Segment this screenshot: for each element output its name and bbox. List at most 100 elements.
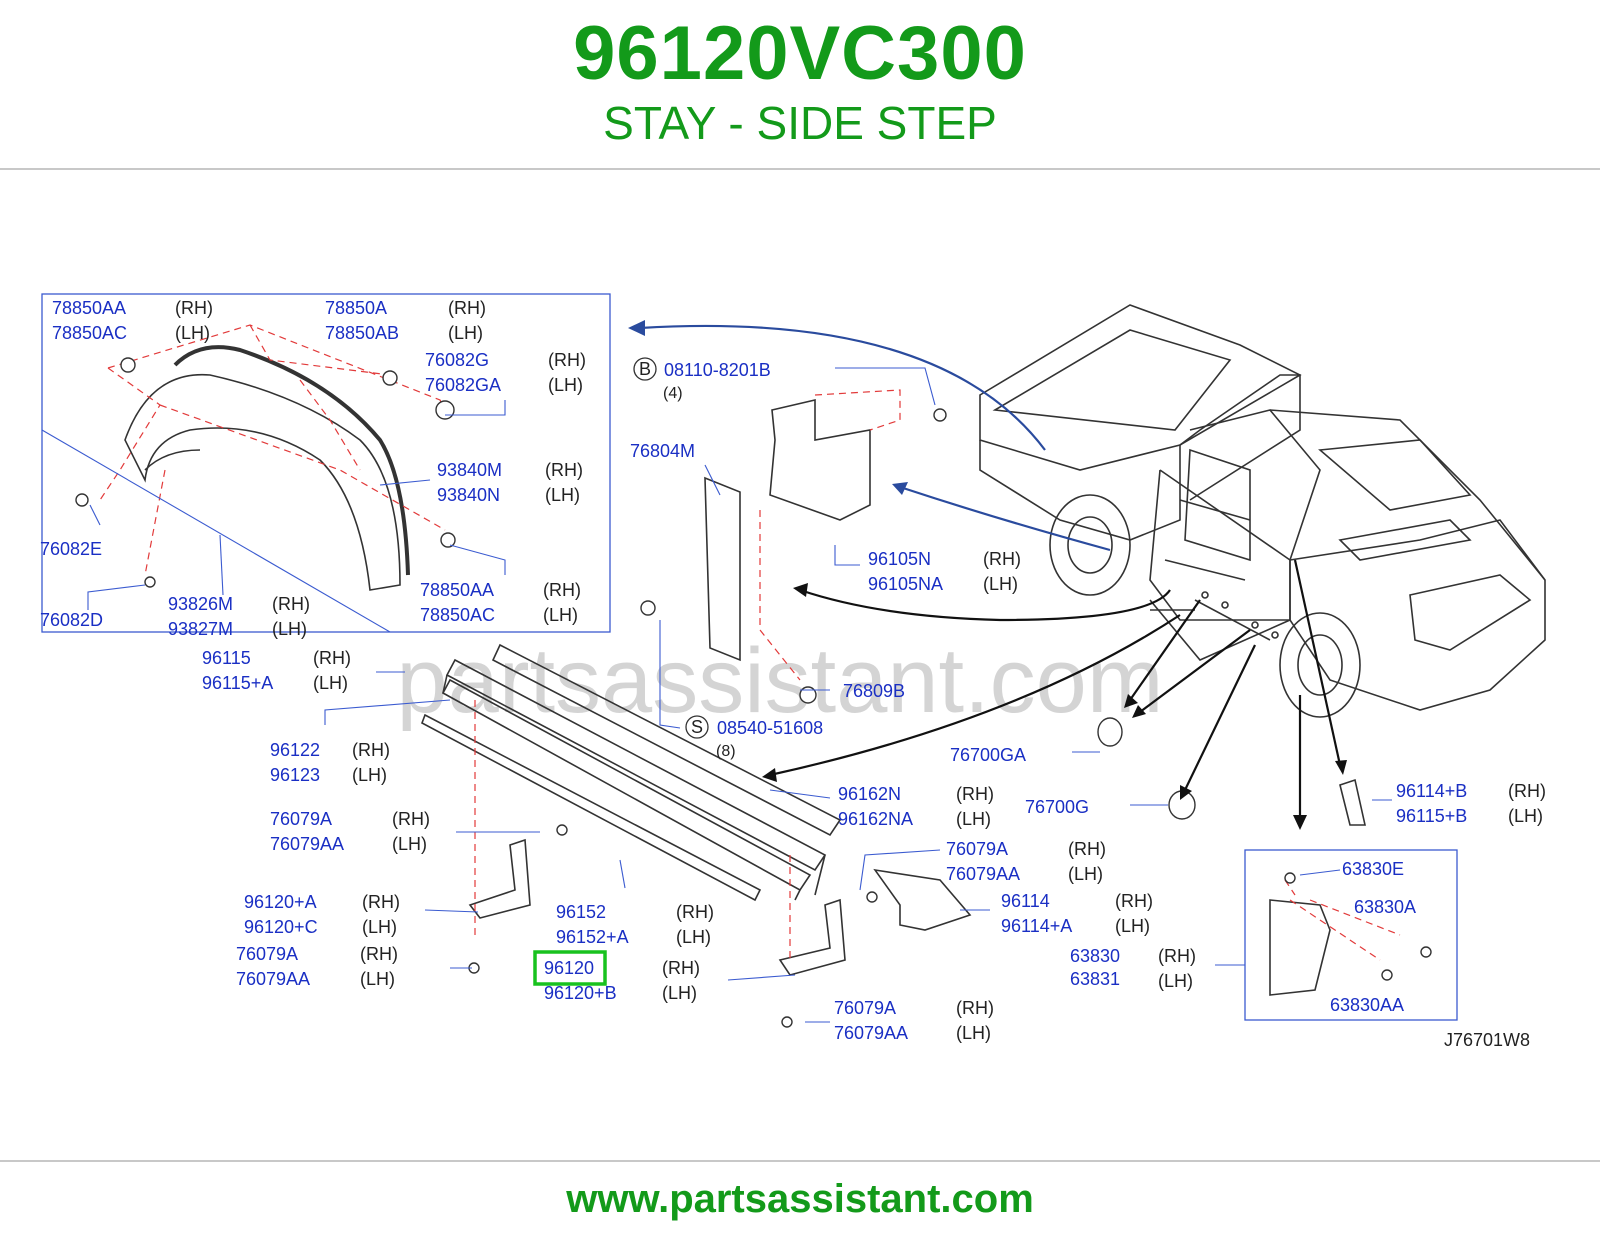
callout-label[interactable]: 63830A (1354, 897, 1416, 917)
footer-website-link[interactable]: www.partsassistant.com (566, 1177, 1034, 1221)
callout-label[interactable]: 78850AB (325, 323, 399, 343)
callout-label[interactable]: 76079AA (236, 969, 310, 989)
callout-label[interactable]: 76082D (40, 610, 103, 630)
callout-side: (RH) (313, 648, 351, 668)
callout-qty: (4) (663, 385, 683, 402)
fender-group-box (41, 293, 611, 633)
callout-side: (LH) (662, 983, 697, 1003)
callout-side: (LH) (362, 917, 397, 937)
callout-label[interactable]: 76082G (425, 350, 489, 370)
truck-illustration (979, 304, 1546, 718)
callout-side: (LH) (360, 969, 395, 989)
callout-label[interactable]: 96114+B (1396, 781, 1467, 801)
callout-side: (LH) (1158, 971, 1193, 991)
callout-label[interactable]: 96120+B (544, 983, 617, 1003)
callout-side: (LH) (272, 619, 307, 639)
callout-label[interactable]: 93840N (437, 485, 500, 505)
callout-label[interactable]: 76700G (1025, 797, 1089, 817)
symbol-b-text: B (639, 359, 651, 379)
pointer-arrows (639, 324, 1342, 820)
callout-label[interactable]: 96123 (270, 765, 320, 785)
callout-label[interactable]: 63830E (1342, 859, 1404, 879)
callout-side: (LH) (1115, 916, 1150, 936)
callout-side: (RH) (352, 740, 390, 760)
callout-label[interactable]: 08110-8201B (664, 360, 771, 380)
callout-label[interactable]: 76079AA (270, 834, 344, 854)
callout-label[interactable]: 76082E (40, 539, 102, 559)
callout-label[interactable]: 96162NA (838, 809, 913, 829)
callout-label[interactable]: 96120+C (244, 917, 318, 937)
callout-label[interactable]: 76804M (630, 441, 695, 461)
callout-label[interactable]: 96114 (1001, 891, 1050, 911)
callout-label[interactable]: 96114+A (1001, 916, 1072, 936)
page-title: 96120VC300 (573, 11, 1027, 96)
callout-label[interactable]: 78850AA (52, 298, 126, 318)
diagram-code: J76701W8 (1444, 1030, 1530, 1050)
callout-side: (RH) (676, 902, 714, 922)
page-subtitle: STAY - SIDE STEP (603, 97, 997, 149)
callout-label[interactable]: 78850AC (420, 605, 495, 625)
callout-label[interactable]: 76079A (834, 998, 896, 1018)
callout-label[interactable]: 78850AC (52, 323, 127, 343)
callout-label[interactable]: 08540-51608 (717, 718, 823, 738)
callout-label[interactable]: 93840M (437, 460, 502, 480)
fender-flare-illustration (124, 345, 410, 591)
callout-label[interactable]: 76079AA (946, 864, 1020, 884)
symbol-s-text: S (691, 717, 703, 737)
callout-side: (RH) (360, 944, 398, 964)
callout-side: (RH) (1115, 891, 1153, 911)
callout-label[interactable]: 76079A (236, 944, 298, 964)
callout-label[interactable]: 96162N (838, 784, 901, 804)
callout-label[interactable]: 96122 (270, 740, 320, 760)
callout-side: (LH) (676, 927, 711, 947)
callout-side: (RH) (956, 998, 994, 1018)
callout-label[interactable]: 96115+B (1396, 806, 1467, 826)
callout-side: (LH) (956, 1023, 991, 1043)
callout-side: (LH) (956, 809, 991, 829)
callout-side: (LH) (983, 574, 1018, 594)
callout-side: (RH) (175, 298, 213, 318)
callout-label[interactable]: 76809B (843, 681, 905, 701)
symbol-b-circle (633, 357, 657, 381)
callout-side: (RH) (362, 892, 400, 912)
callout-label[interactable]: 76079A (270, 809, 332, 829)
callout-side: (LH) (548, 375, 583, 395)
callout-label[interactable]: 96115+A (202, 673, 273, 693)
callout-side: (LH) (1068, 864, 1103, 884)
callout-label[interactable]: 76079AA (834, 1023, 908, 1043)
fasteners-illustration (75, 357, 1432, 1028)
callout-label[interactable]: 63830 (1070, 946, 1120, 966)
mudflap-group-box (1244, 849, 1458, 1021)
callout-side: (RH) (983, 549, 1021, 569)
callout-side: (LH) (448, 323, 483, 343)
callout-side: (RH) (1068, 839, 1106, 859)
callout-label[interactable]: 78850AA (420, 580, 494, 600)
callout-side: (RH) (1158, 946, 1196, 966)
callout-label[interactable]: 63830AA (1330, 995, 1404, 1015)
callout-label[interactable]: 96120+A (244, 892, 317, 912)
callout-side: (RH) (956, 784, 994, 804)
callout-side: (RH) (545, 460, 583, 480)
callout-side: (RH) (1508, 781, 1546, 801)
callout-label[interactable]: 96152+A (556, 927, 629, 947)
header-divider (0, 168, 1600, 170)
callout-qty: (8) (716, 743, 736, 760)
callout-label-selected[interactable]: 96120 (544, 958, 594, 978)
callout-label[interactable]: 76079A (946, 839, 1008, 859)
callout-label[interactable]: 93827M (168, 619, 233, 639)
callout-side: (RH) (662, 958, 700, 978)
callout-label[interactable]: 96115 (202, 648, 251, 668)
callout-side: (RH) (543, 580, 581, 600)
callout-label[interactable]: 96105N (868, 549, 931, 569)
callout-label[interactable]: 96152 (556, 902, 606, 922)
callout-label[interactable]: 63831 (1070, 969, 1120, 989)
callout-side: (LH) (545, 485, 580, 505)
callout-label[interactable]: 76082GA (425, 375, 501, 395)
callout-label[interactable]: 93826M (168, 594, 233, 614)
callout-label[interactable]: 96105NA (868, 574, 943, 594)
callout-side: (LH) (392, 834, 427, 854)
callout-label[interactable]: 78850A (325, 298, 387, 318)
callout-side: (RH) (548, 350, 586, 370)
step-dashed-leaders (474, 389, 1401, 961)
callout-label[interactable]: 76700GA (950, 745, 1026, 765)
